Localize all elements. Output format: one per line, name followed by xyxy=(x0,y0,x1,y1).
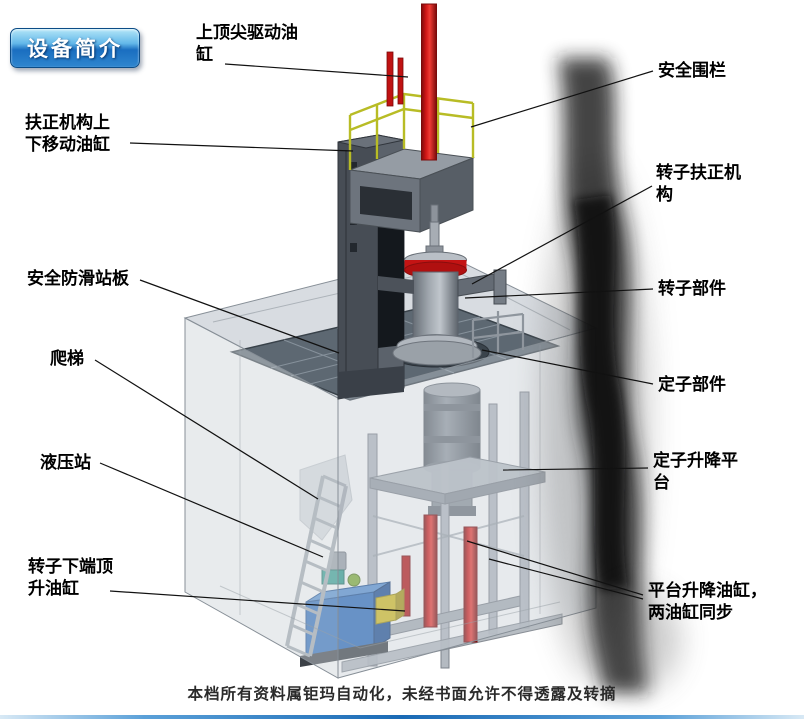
lift-frame xyxy=(341,391,563,673)
callout-platform-lift-cylinders: 平台升降油缸， 两油缸同步 xyxy=(648,581,767,624)
callout-rotor-component: 转子部件 xyxy=(658,279,726,299)
leader-line xyxy=(466,540,644,596)
deck-side-frame xyxy=(471,311,525,358)
callout-centering-up-down-cylinder: 扶正机构上 下移动油缸 xyxy=(25,113,110,156)
callout-rotor-bottom-jack-cylinder: 转子下端顶 升油缸 xyxy=(28,557,113,600)
callout-stator-component: 定子部件 xyxy=(658,375,726,395)
leader-line xyxy=(224,63,409,78)
safety-railing xyxy=(348,92,475,170)
title-badge: 设备简介 xyxy=(10,28,140,68)
leader-line xyxy=(139,279,340,354)
leader-line xyxy=(464,288,654,299)
callout-top-spindle-drive-cylinder: 上顶尖驱动油 缸 xyxy=(196,23,298,66)
shadow-smudge xyxy=(540,58,680,692)
leader-line xyxy=(129,142,354,152)
callout-safety-antislip-platform: 安全防滑站板 xyxy=(27,269,129,289)
leader-line xyxy=(99,462,324,558)
leader-line xyxy=(488,558,644,600)
ladder xyxy=(285,474,348,658)
callout-safety-fence: 安全围栏 xyxy=(658,61,726,81)
rotor-centering-arm xyxy=(378,269,507,305)
callout-rotor-centering-mechanism: 转子扶正机 构 xyxy=(656,163,741,206)
leader-line xyxy=(109,590,406,612)
callout-stator-lift-platform: 定子升降平 台 xyxy=(653,451,738,494)
top-drive-cylinder xyxy=(386,3,437,161)
leader-line xyxy=(502,467,649,471)
rotor-assembly xyxy=(392,204,482,366)
callout-ladder: 爬梯 xyxy=(50,349,84,369)
bottom-accent-bar xyxy=(0,715,804,719)
lift-cylinders xyxy=(401,514,478,643)
leader-line xyxy=(94,359,319,500)
leader-line xyxy=(470,70,654,128)
pit-enclosure-walls xyxy=(184,317,597,679)
leader-line xyxy=(481,349,654,385)
leader-lines xyxy=(94,63,654,612)
footer-disclaimer: 本档所有资料属钜玛自动化，未经书面允许不得透露及转摘 xyxy=(187,685,617,703)
callout-hydraulic-station: 液压站 xyxy=(40,453,91,473)
leader-line xyxy=(471,185,653,285)
